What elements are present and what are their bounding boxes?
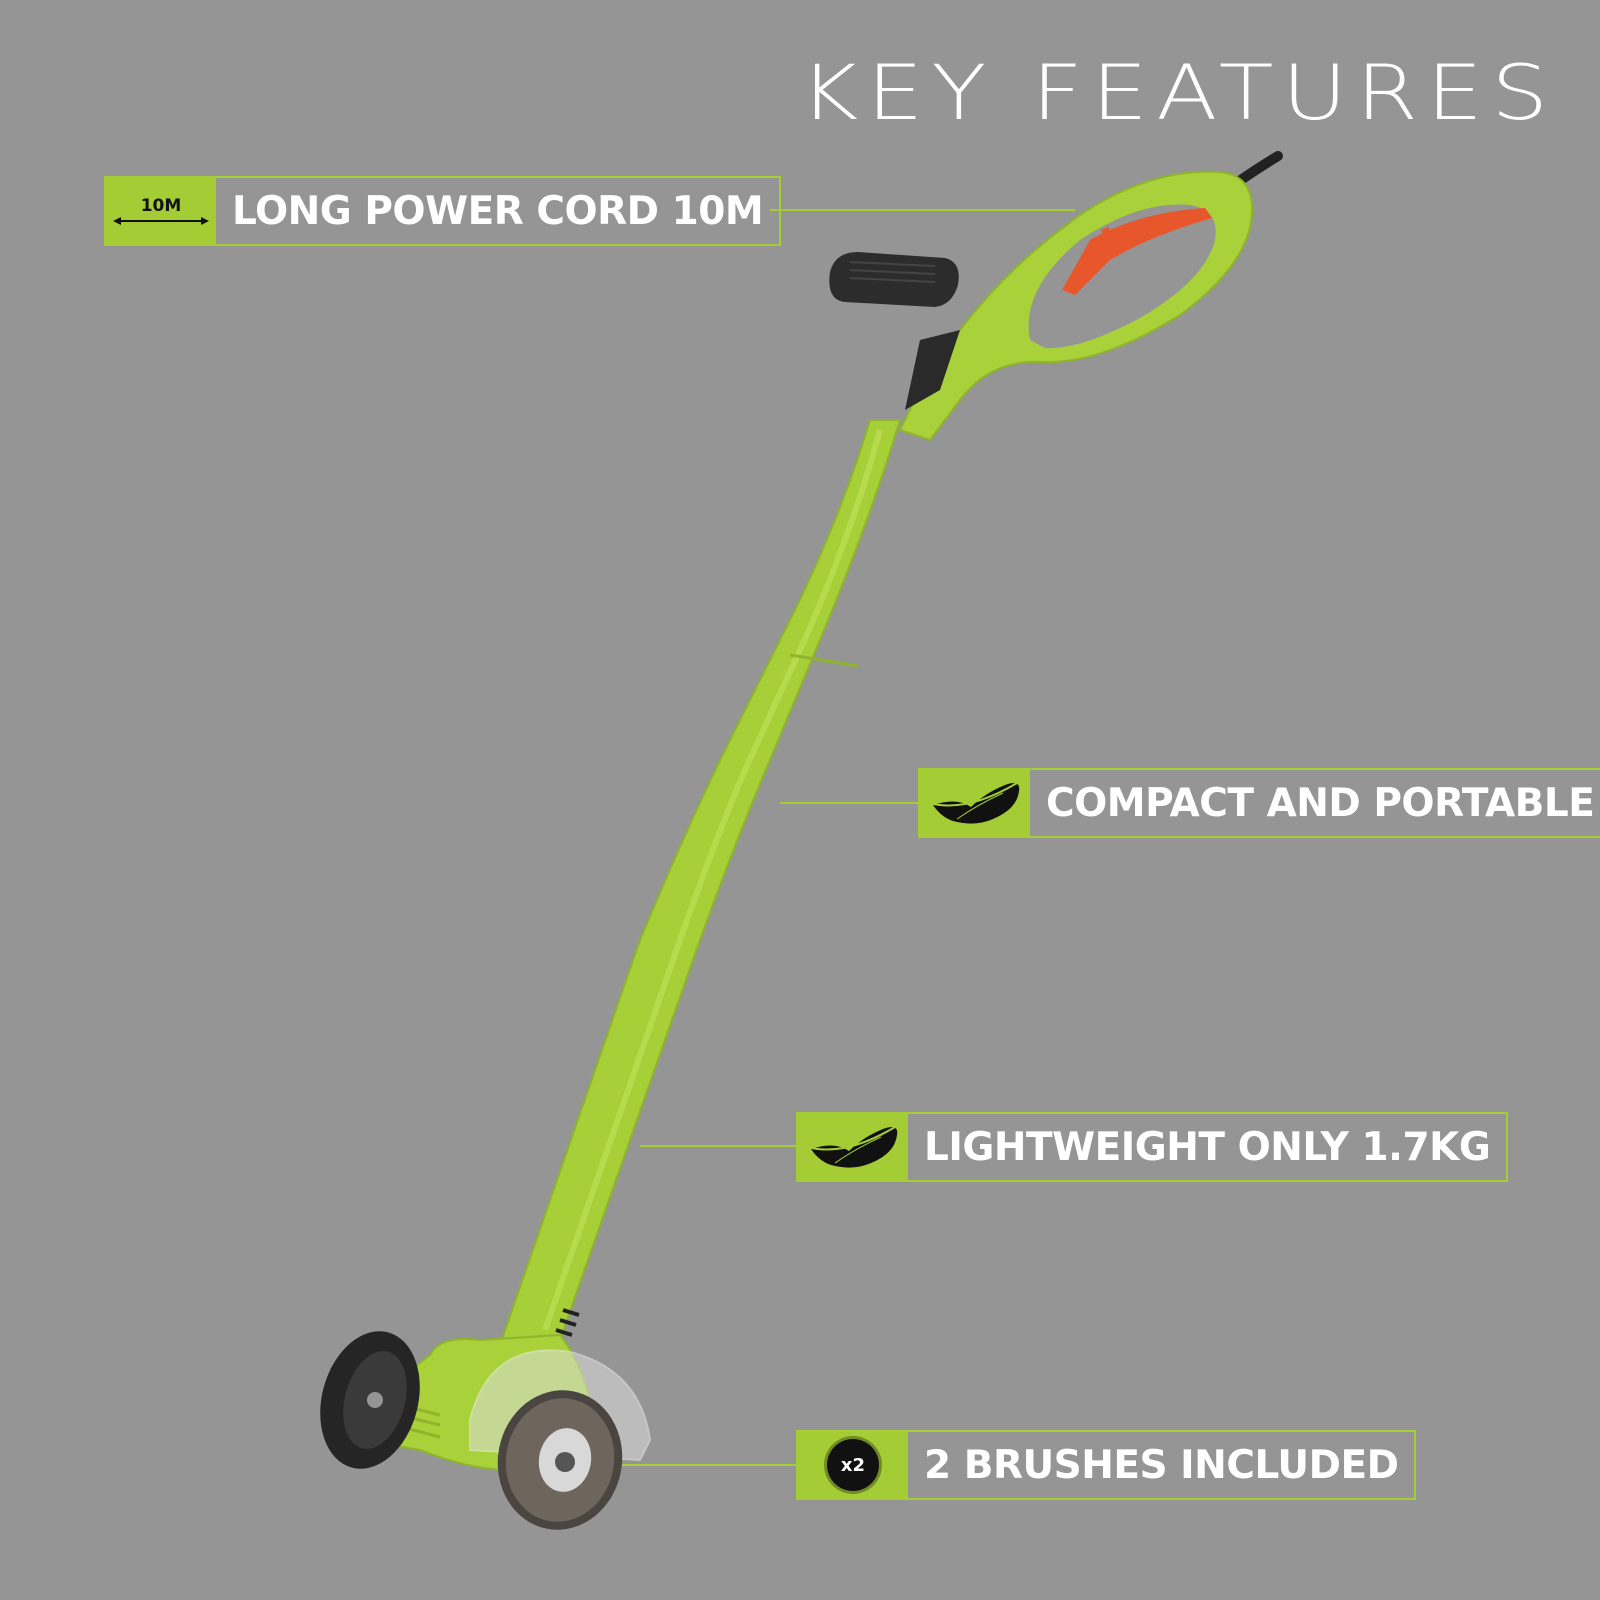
feature-label-lightweight: LIGHTWEIGHT ONLY 1.7KG <box>924 1124 1491 1170</box>
feature-callout-compact: COMPACT AND PORTABLE <box>918 768 1600 838</box>
feature-badge: 10M <box>106 178 216 244</box>
feature-badge: x2 <box>798 1432 908 1498</box>
handle-opening <box>1028 204 1216 349</box>
feather-icon <box>928 782 1020 824</box>
feature-label-cord: LONG POWER CORD 10M <box>232 188 764 234</box>
aux-handle-stem <box>905 330 960 410</box>
cord-length-icon: 10M <box>113 196 209 226</box>
trigger <box>1062 208 1212 295</box>
power-cord <box>1233 151 1283 187</box>
cord-length-badge-text: 10M <box>140 196 182 216</box>
wire-brush <box>497 1390 623 1530</box>
feature-callout-cord: 10M LONG POWER CORD 10M <box>104 176 782 246</box>
page-title: KEY FEATURES <box>799 48 1556 137</box>
brush-count-icon: x2 <box>827 1439 879 1491</box>
vent-marks <box>555 1308 580 1337</box>
feature-callout-lightweight: LIGHTWEIGHT ONLY 1.7KG <box>796 1112 1509 1182</box>
brush-count-badge-text: x2 <box>840 1454 866 1476</box>
feature-badge <box>920 770 1030 836</box>
feature-label-compact: COMPACT AND PORTABLE <box>1046 780 1595 826</box>
feature-label-brushes: 2 BRUSHES INCLUDED <box>924 1442 1399 1488</box>
wheel <box>320 1331 420 1469</box>
double-arrow-icon <box>113 217 209 225</box>
feather-icon <box>806 1126 898 1168</box>
feature-badge <box>798 1114 908 1180</box>
feature-callout-brushes: x2 2 BRUSHES INCLUDED <box>796 1430 1417 1500</box>
